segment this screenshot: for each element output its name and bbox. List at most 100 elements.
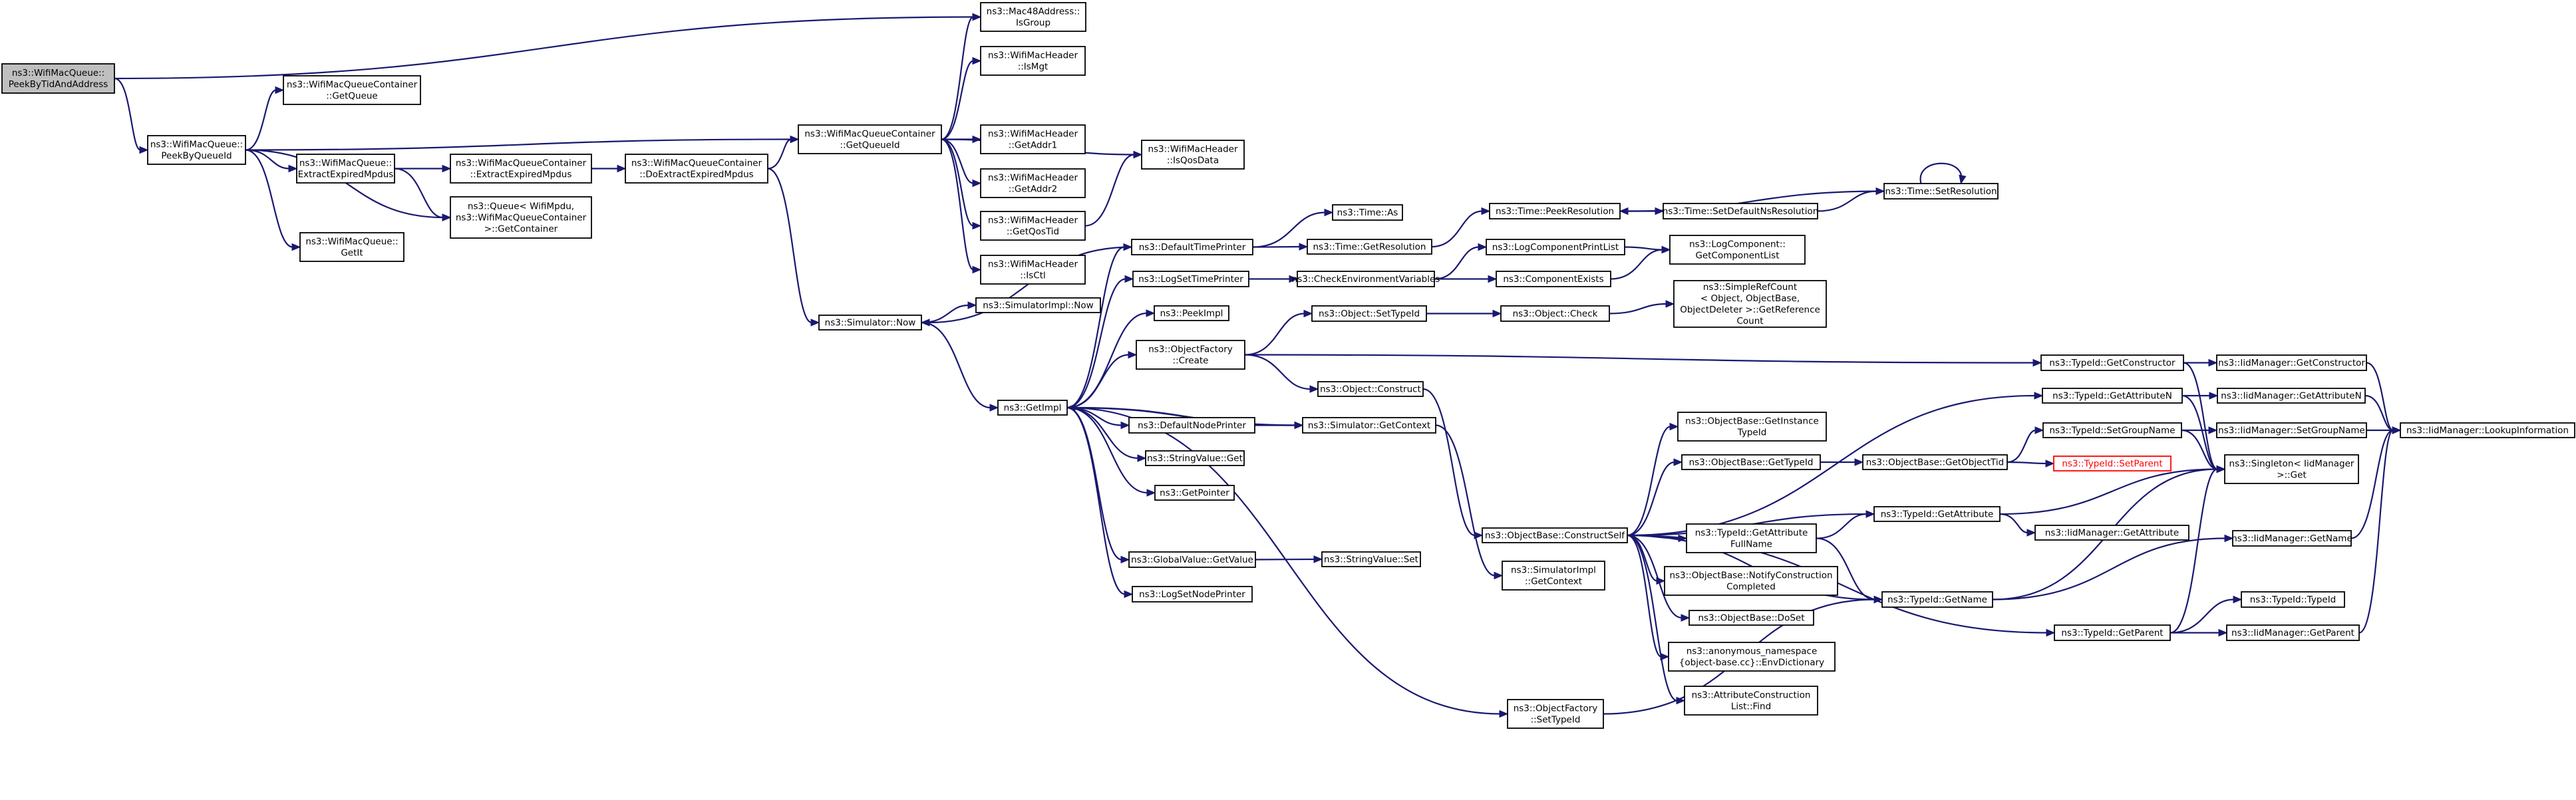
node-getcontainer[interactable]: ns3::Queue< WifiMpdu,ns3::WifiMacQueueCo…: [450, 196, 592, 239]
node-simimplgetcontext[interactable]: ns3::SimulatorImpl::GetContext: [1502, 561, 1605, 591]
node-label: TypeId: [1737, 428, 1767, 438]
node-label: ns3::ComponentExists: [1503, 274, 1603, 285]
node-notifyconstruction[interactable]: ns3::ObjectBase::NotifyConstructionCompl…: [1664, 566, 1838, 596]
edge-arrowhead: [2046, 628, 2056, 637]
node-extractexpired[interactable]: ns3::WifiMacQueue::ExtractExpiredMpdus: [296, 154, 395, 184]
node-singletonget[interactable]: ns3::Singleton< IidManager>::Get: [2224, 454, 2359, 484]
node-box: [2053, 456, 2172, 471]
node-typeidgetattribute[interactable]: ns3::TypeId::GetAttribute: [1873, 506, 2001, 522]
node-timegetres[interactable]: ns3::Time::GetResolution: [1307, 239, 1432, 255]
node-typeidtypeid[interactable]: ns3::TypeId::TypeId: [2241, 591, 2345, 608]
node-label: ::GetAddr1: [1009, 140, 1057, 151]
node-label: ::ExtractExpiredMpdus: [470, 170, 572, 180]
node-envdictionary[interactable]: ns3::anonymous_namespace{object-base.cc}…: [1668, 642, 1836, 672]
node-stringvalueset[interactable]: ns3::StringValue::Set: [1321, 551, 1421, 567]
node-defaulttimeprinter[interactable]: ns3::DefaultTimePrinter: [1131, 239, 1253, 255]
node-cont-extract[interactable]: ns3::WifiMacQueueContainer::ExtractExpir…: [450, 154, 592, 184]
node-peekbytid[interactable]: ns3::WifiMacQueue::PeekByTidAndAddress: [1, 63, 115, 94]
node-peekbyqueueid[interactable]: ns3::WifiMacQueue::PeekByQueueId: [147, 135, 246, 165]
node-getobjecttid[interactable]: ns3::ObjectBase::GetObjectTid: [1862, 454, 2008, 470]
node-typeidgetname[interactable]: ns3::TypeId::GetName: [1881, 591, 1993, 608]
node-label: ns3::WifiMacQueue::: [12, 68, 104, 78]
edge-arrowhead: [2224, 534, 2234, 543]
node-objcheck[interactable]: ns3::Object::Check: [1500, 305, 1610, 322]
node-simplerefcount[interactable]: ns3::SimpleRefCount< Object, ObjectBase,…: [1673, 280, 1827, 328]
node-objfactorycreate[interactable]: ns3::ObjectFactory::Create: [1136, 340, 1245, 370]
node-defaultnodeprinter[interactable]: ns3::DefaultNodePrinter: [1128, 417, 1255, 434]
node-checkenv[interactable]: ns3::CheckEnvironmentVariables: [1292, 271, 1440, 287]
edge-arrowhead: [1854, 458, 1864, 466]
node-box: [450, 154, 592, 184]
node-simgetcontext[interactable]: ns3::Simulator::GetContext: [1302, 417, 1436, 434]
node-constructself[interactable]: ns3::ObjectBase::ConstructSelf: [1482, 527, 1628, 543]
node-getqueueid[interactable]: ns3::WifiMacQueueContainer::GetQueueId: [798, 124, 942, 154]
node-iidgetparent[interactable]: ns3::IidManager::GetParent: [2226, 624, 2360, 641]
node-isqosdata[interactable]: ns3::WifiMacHeader::IsQosData: [1141, 140, 1245, 170]
node-getaddr1[interactable]: ns3::WifiMacHeader::GetAddr1: [980, 124, 1086, 154]
node-isgroup[interactable]: ns3::Mac48Address::IsGroup: [980, 2, 1086, 32]
node-typeidgetattributen[interactable]: ns3::TypeId::GetAttributeN: [2042, 388, 2183, 404]
node-objsettypeid[interactable]: ns3::Object::SetTypeId: [1311, 305, 1427, 322]
node-doset[interactable]: ns3::ObjectBase::DoSet: [1689, 610, 1814, 626]
node-iidgetattributen[interactable]: ns3::IidManager::GetAttributeN: [2217, 388, 2366, 404]
node-getimpl[interactable]: ns3::GetImpl: [997, 400, 1068, 416]
node-getcomplist[interactable]: ns3::LogComponent::GetComponentList: [1669, 235, 1806, 265]
node-obgettypeid[interactable]: ns3::ObjectBase::GetTypeId: [1681, 454, 1821, 470]
node-label: ExtractExpiredMpdus: [298, 170, 394, 180]
node-objfactorysettypeid[interactable]: ns3::ObjectFactory::SetTypeId: [1507, 699, 1604, 729]
node-getqostid[interactable]: ns3::WifiMacHeader::GetQosTid: [980, 211, 1086, 241]
node-getaddr2[interactable]: ns3::WifiMacHeader::GetAddr2: [980, 168, 1086, 198]
node-timesetdefault[interactable]: ns3::Time::SetDefaultNsResolution: [1663, 203, 1819, 219]
node-label: ::GetQosTid: [1007, 227, 1059, 237]
edge-typeidgetparent-to-typeidtypeid: [2170, 595, 2243, 634]
node-iidgetconstructor[interactable]: ns3::IidManager::GetConstructor: [2216, 354, 2367, 371]
node-box: [1131, 239, 1253, 255]
edge-arrowhead: [1492, 309, 1502, 318]
node-getit[interactable]: ns3::WifiMacQueue::GetIt: [299, 232, 404, 262]
node-box: [2232, 530, 2352, 547]
node-box: [1664, 566, 1838, 596]
edge-arrowhead: [2032, 358, 2042, 367]
node-label: ns3::LogSetTimePrinter: [1138, 274, 1243, 285]
node-iidsetgroupname[interactable]: ns3::IidManager::SetGroupName: [2216, 422, 2367, 438]
edge-typeidgetconstructor-to-singletonget: [2183, 362, 2226, 473]
node-iidgetname[interactable]: ns3::IidManager::GetName: [2231, 530, 2352, 547]
node-compexists[interactable]: ns3::ComponentExists: [1496, 271, 1611, 287]
node-stringvalueget[interactable]: ns3::StringValue::Get: [1145, 450, 1245, 466]
node-timeas[interactable]: ns3::Time::As: [1332, 204, 1403, 221]
node-timepeekres[interactable]: ns3::Time::PeekResolution: [1489, 203, 1621, 219]
node-globalvalueget[interactable]: ns3::GlobalValue::GetValue: [1128, 551, 1256, 568]
node-box: [1154, 305, 1229, 321]
node-logsettimeprinter[interactable]: ns3::LogSetTimePrinter: [1132, 271, 1249, 287]
node-objconstruct[interactable]: ns3::Object::Construct: [1317, 381, 1424, 397]
node-logcompprintlist[interactable]: ns3::LogComponentPrintList: [1486, 239, 1625, 255]
node-typeidsetgroupname[interactable]: ns3::TypeId::SetGroupName: [2042, 422, 2182, 438]
edge-peekbytid-to-peekbyqueueid: [114, 77, 149, 154]
node-box: [1297, 271, 1435, 287]
node-iidgetattribute[interactable]: ns3::IidManager::GetAttribute: [2034, 525, 2189, 541]
node-typeidgetconstructor[interactable]: ns3::TypeId::GetConstructor: [2040, 354, 2184, 371]
node-box: [997, 400, 1068, 416]
node-getqueue[interactable]: ns3::WifiMacQueueContainer::GetQueue: [283, 75, 421, 105]
node-typeidgetparent[interactable]: ns3::TypeId::GetParent: [2054, 624, 2171, 641]
node-peekimpl[interactable]: ns3::PeekImpl: [1154, 305, 1229, 321]
node-label: ns3::WifiMacQueue::: [150, 140, 243, 150]
edge-arrowhead: [1619, 207, 1629, 215]
node-simnow[interactable]: ns3::Simulator::Now: [818, 315, 922, 331]
node-timesetres[interactable]: ns3::Time::SetResolution: [1883, 183, 1999, 200]
node-typeidsetparent[interactable]: ns3::TypeId::SetParent: [2053, 456, 2172, 471]
edge-arrowhead: [1959, 174, 1967, 185]
node-logsetnodeprinter[interactable]: ns3::LogSetNodePrinter: [1132, 586, 1253, 602]
node-box: [1663, 203, 1818, 219]
node-box: [1668, 642, 1836, 672]
node-doextract[interactable]: ns3::WifiMacQueueContainer::DoExtractExp…: [625, 154, 768, 184]
node-label: ns3::Queue< WifiMpdu,: [468, 201, 574, 212]
node-iidlookup[interactable]: ns3::IidManager::LookupInformation: [2400, 422, 2575, 438]
node-simimplnow[interactable]: ns3::SimulatorImpl::Now: [975, 297, 1101, 313]
node-ismgt[interactable]: ns3::WifiMacHeader::IsMgt: [980, 46, 1086, 76]
node-isctl[interactable]: ns3::WifiMacHeader::IsCtl: [980, 255, 1086, 285]
node-getpointer[interactable]: ns3::GetPointer: [1154, 485, 1235, 501]
